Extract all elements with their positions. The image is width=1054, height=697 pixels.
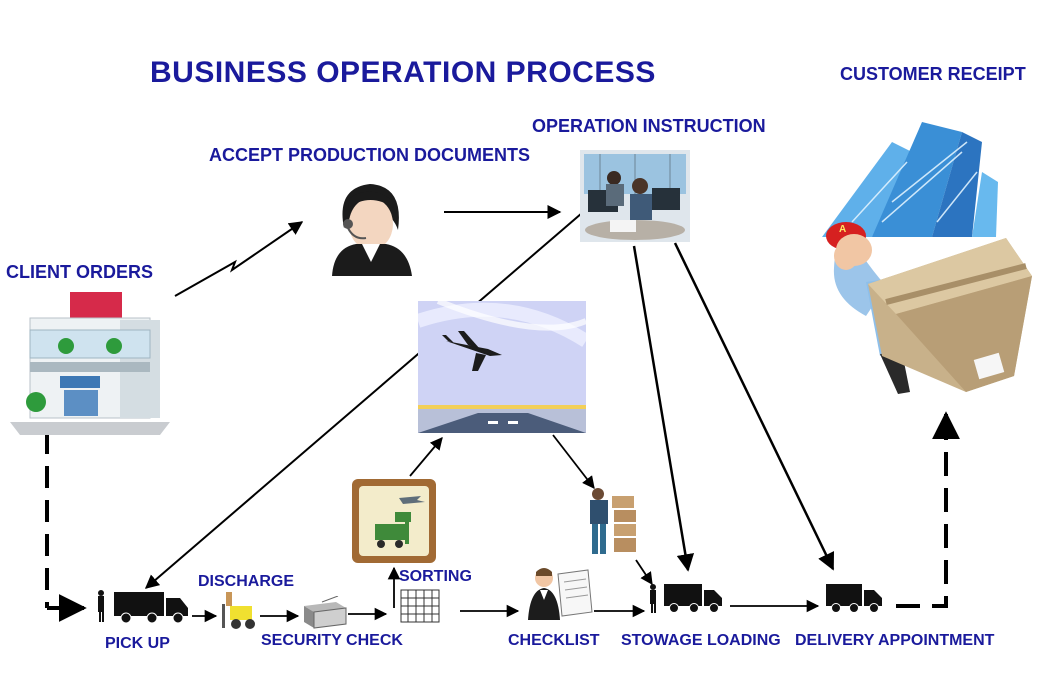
arrow-instruction-to-pickup bbox=[144, 212, 583, 589]
page-title: BUSINESS OPERATION PROCESS bbox=[150, 56, 656, 89]
stowage-truck-icon bbox=[650, 584, 722, 613]
arrow-orders-to-documents bbox=[174, 221, 304, 297]
label-delivery-appointment: DELIVERY APPOINTMENT bbox=[795, 632, 995, 649]
airplane-icon bbox=[418, 301, 586, 433]
label-customer-receipt: CUSTOMER RECEIPT bbox=[840, 64, 1026, 84]
label-sorting: SORTING bbox=[399, 568, 472, 585]
truck-icon bbox=[98, 590, 188, 624]
label-pick-up: PICK UP bbox=[105, 635, 170, 652]
checklist-man-icon bbox=[528, 568, 593, 620]
delivery-truck-icon bbox=[826, 584, 882, 613]
label-security-check: SECURITY CHECK bbox=[261, 632, 403, 649]
control-room-icon bbox=[580, 150, 690, 242]
skyscraper-icon bbox=[822, 122, 998, 237]
label-discharge: DISCHARGE bbox=[198, 573, 295, 590]
arrow-sign-to-airplane bbox=[409, 437, 443, 477]
headset-agent-icon bbox=[332, 184, 412, 276]
worker-with-boxes-icon bbox=[590, 488, 636, 554]
label-operation-instruction: OPERATION INSTRUCTION bbox=[532, 116, 766, 136]
store-building-icon bbox=[10, 292, 170, 435]
arrow-airplane-to-worker bbox=[552, 434, 595, 489]
arrow-worker-to-stowage bbox=[635, 559, 653, 586]
dashed-delivery-to-customer bbox=[896, 430, 948, 608]
label-checklist: CHECKLIST bbox=[508, 632, 600, 649]
package-icon bbox=[304, 596, 347, 629]
arrow-instruction-to-delivery bbox=[673, 242, 835, 571]
sorting-grid-icon bbox=[400, 589, 440, 623]
label-client-orders: CLIENT ORDERS bbox=[6, 262, 154, 282]
courier-with-box-icon: A bbox=[826, 222, 1032, 394]
label-stowage-loading: STOWAGE LOADING bbox=[621, 632, 781, 649]
svg-text:A: A bbox=[839, 224, 846, 235]
arrow-instruction-to-stowage bbox=[632, 245, 695, 572]
forklift-icon bbox=[222, 592, 255, 629]
label-accept-production-documents: ACCEPT PRODUCTION DOCUMENTS bbox=[209, 145, 531, 165]
sorting-sign-icon bbox=[352, 479, 436, 563]
